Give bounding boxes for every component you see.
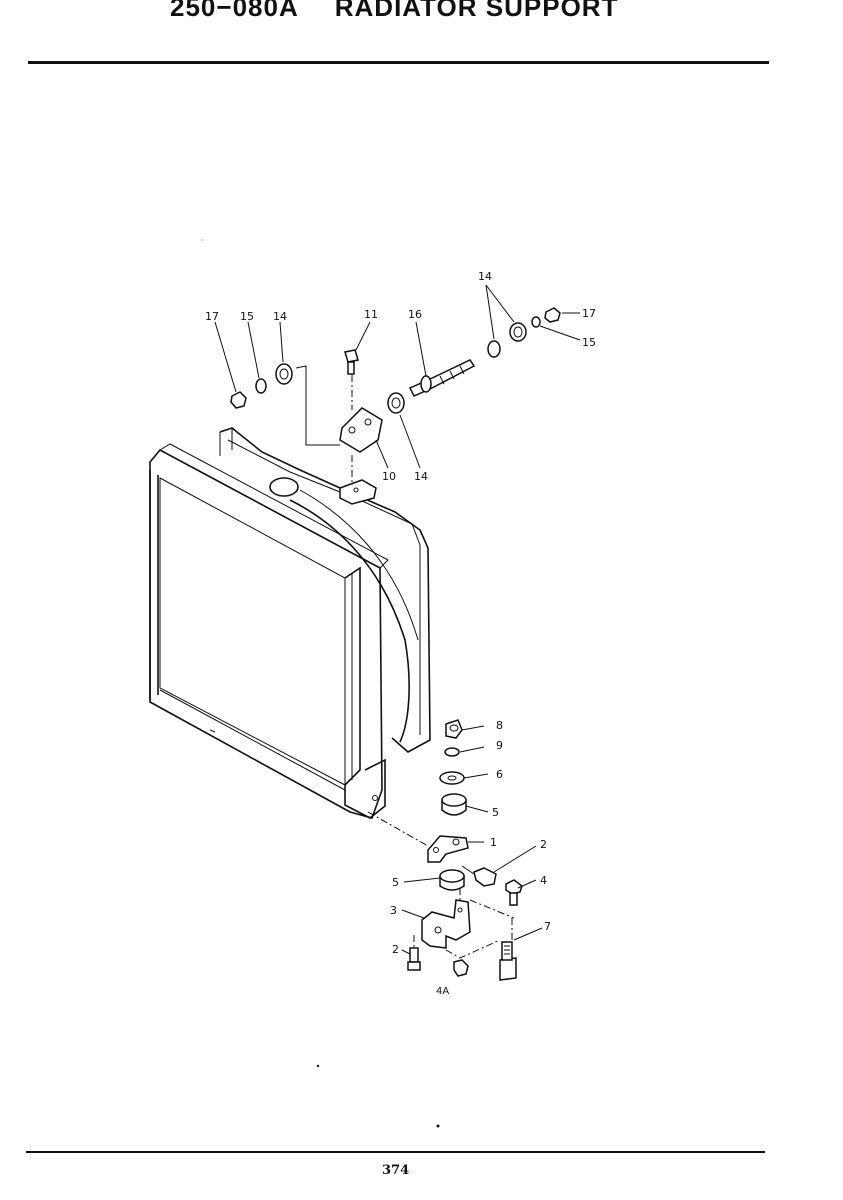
- bottom-rule: [26, 1151, 765, 1153]
- callout-14b: 14: [414, 470, 428, 483]
- callout-4a: 4A: [436, 986, 449, 997]
- callout-9: 9: [496, 739, 503, 752]
- page-code: 250−080A: [170, 0, 299, 22]
- page-title: 250−080A RADIATOR SUPPORT: [170, 0, 618, 23]
- callout-16: 16: [408, 308, 422, 321]
- callout-8: 8: [496, 719, 503, 732]
- leader-lines: [214, 284, 581, 955]
- callout-14-top: 14: [478, 270, 492, 283]
- top-bracket-group: [230, 307, 561, 505]
- callout-2a: 2: [540, 838, 547, 851]
- callout-1: 1: [490, 836, 497, 849]
- callout-5b: 5: [392, 876, 399, 889]
- callout-10: 10: [382, 470, 396, 483]
- callout-17b: 17: [582, 307, 596, 320]
- page-heading: RADIATOR SUPPORT: [334, 0, 619, 22]
- callout-7: 7: [544, 920, 551, 933]
- callout-14a: 14: [273, 310, 287, 323]
- page-number: 374: [382, 1163, 410, 1178]
- callout-2b: 2: [392, 943, 399, 956]
- callout-3: 3: [390, 904, 397, 917]
- callout-17a: 17: [205, 310, 219, 323]
- scan-specks: [201, 239, 440, 1128]
- top-rule: [28, 61, 769, 64]
- callout-11: 11: [364, 308, 378, 321]
- callout-15b: 15: [582, 336, 596, 349]
- radiator-assembly: [149, 427, 431, 819]
- callout-5a: 5: [492, 806, 499, 819]
- callout-6: 6: [496, 768, 503, 781]
- callout-labels: 17 15 14 11 16 14 17 15 10 14 8 9 6 5 1 …: [205, 270, 596, 997]
- callout-15a: 15: [240, 310, 254, 323]
- bottom-mount-group: [367, 719, 523, 981]
- callout-4: 4: [540, 874, 547, 887]
